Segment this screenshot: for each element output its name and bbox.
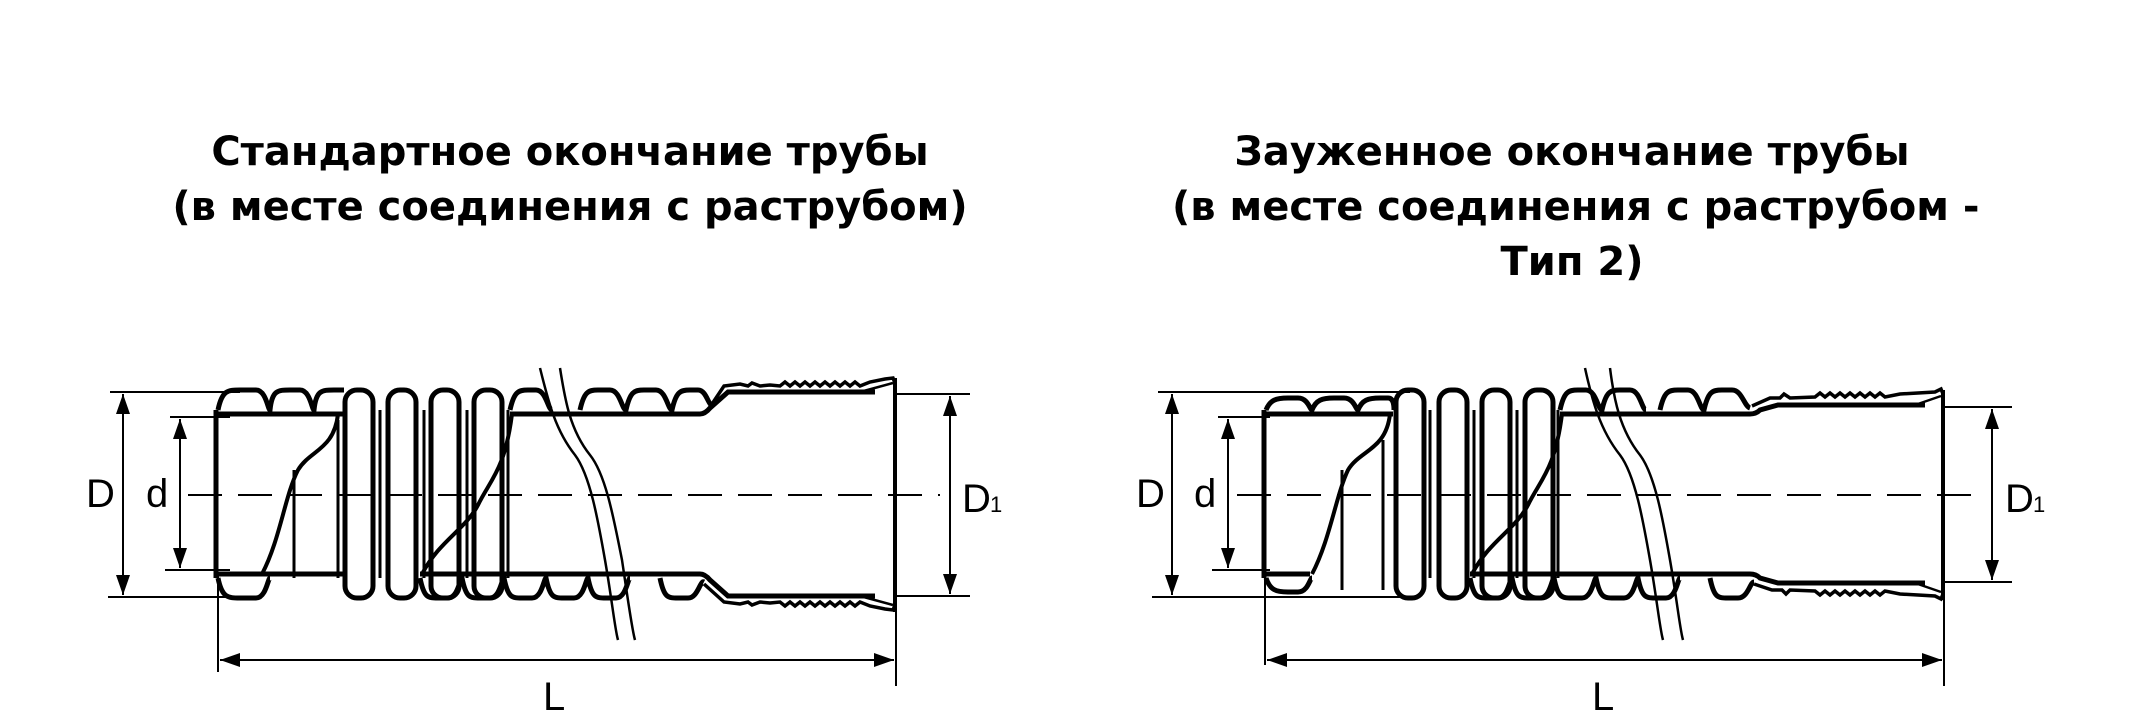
label-D1-subscript: 1 (2033, 492, 2045, 517)
title-line: Тип 2) (1500, 239, 1644, 285)
title-narrowed-end: Зауженное окончание трубы (в месте соеди… (1172, 125, 1980, 290)
label-D: D (86, 472, 115, 516)
label-L: L (1592, 675, 1614, 714)
title-standard-end: Стандартное окончание трубы (в месте сое… (170, 125, 970, 235)
label-D1: D (2005, 477, 2034, 521)
title-line: (в месте соединения с раструбом - (1172, 184, 1980, 230)
pipe-drawing-standard: D d D 1 L (86, 367, 1002, 714)
title-line: Зауженное окончание трубы (1234, 129, 1910, 175)
label-D1-subscript: 1 (990, 492, 1002, 517)
label-D: D (1136, 472, 1165, 516)
title-line: Стандартное окончание трубы (211, 129, 929, 175)
label-d: d (1194, 472, 1216, 516)
title-line: (в месте соединения с раструбом) (172, 184, 968, 230)
label-D1: D (962, 477, 991, 521)
label-L: L (543, 675, 565, 714)
pipe-drawing-narrowed: D d D 1 L (1136, 367, 2045, 714)
label-d: d (146, 472, 168, 516)
